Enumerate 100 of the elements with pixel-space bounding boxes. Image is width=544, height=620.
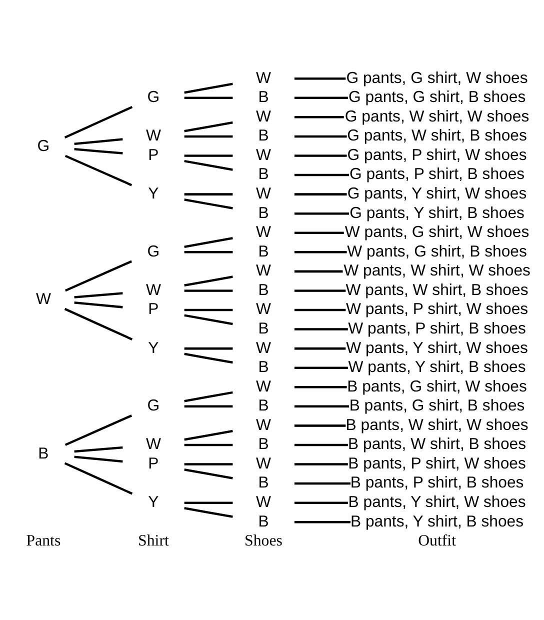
connector [184, 193, 233, 196]
node-text: W [256, 378, 271, 396]
connector [74, 301, 123, 308]
connector [294, 174, 349, 176]
connector [294, 520, 350, 524]
node-text: B [258, 513, 269, 530]
node-text: W [256, 301, 271, 318]
label: Shirt [138, 532, 169, 550]
connector [294, 347, 346, 350]
connector [184, 463, 233, 466]
connector [64, 308, 133, 340]
node-text: Y [148, 494, 159, 512]
connector [294, 251, 347, 254]
connector [184, 290, 233, 292]
node-text: B [258, 359, 269, 376]
connector [184, 237, 233, 248]
node-text: B pants, G shirt, B shoes [349, 398, 525, 415]
node-text: W [256, 70, 271, 87]
node-text: P [148, 301, 159, 318]
node-text: W [36, 290, 51, 308]
connector [294, 193, 347, 196]
node-text: B [258, 204, 269, 222]
node-text: B [258, 398, 269, 415]
connector [294, 270, 343, 273]
connector [184, 135, 233, 138]
node-text: G pants, G shirt, W shoes [346, 70, 528, 87]
connector [294, 328, 348, 330]
connector [294, 366, 348, 369]
node-text: B pants, G shirt, W shoes [347, 378, 527, 396]
connector [184, 347, 233, 350]
connector [74, 456, 123, 463]
node-text: B pants, P shirt, B shoes [350, 474, 524, 492]
node-text: B [258, 474, 269, 492]
node-text: W [256, 340, 271, 357]
node-text: B [258, 89, 269, 106]
node-text: G [147, 398, 160, 415]
connector [74, 446, 123, 453]
node-text: W [256, 262, 271, 280]
node-text: P [148, 146, 159, 164]
node-text: G pants, W shirt, W shoes [344, 108, 530, 126]
connector [294, 116, 344, 118]
node-text: B [258, 436, 269, 454]
label: Outfit [418, 532, 456, 550]
label: Shoes [244, 532, 282, 550]
node-text: G [147, 89, 160, 106]
node-text: B pants, Y shirt, W shoes [348, 494, 526, 512]
node-text: W [256, 146, 271, 164]
connector [64, 260, 132, 292]
connector [294, 463, 348, 466]
connector [294, 290, 346, 292]
node-text: B [38, 445, 49, 462]
connector [74, 138, 123, 145]
node-text: G pants, P shirt, B shoes [349, 166, 525, 184]
connector [184, 121, 233, 132]
connector [184, 352, 233, 364]
node-text: G pants, Y shirt, B shoes [350, 204, 524, 222]
node-text: G pants, Y shirt, W shoes [347, 186, 527, 202]
node-text: B pants, P shirt, W shoes [348, 455, 526, 472]
connector [294, 308, 346, 312]
node-text: G [147, 243, 160, 260]
node-text: Y [148, 186, 159, 202]
connector [184, 507, 233, 518]
connector [294, 444, 348, 446]
node-text: B [258, 282, 269, 299]
connector [184, 276, 233, 287]
node-text: W [146, 436, 161, 454]
connector [184, 251, 233, 254]
node-text: B pants, W shirt, W shoes [346, 416, 528, 434]
node-text: W pants, W shirt, W shoes [344, 262, 530, 280]
connector [74, 292, 123, 298]
node-text: W [146, 282, 161, 299]
node-text: W [256, 455, 271, 472]
node-text: W pants, P shirt, W shoes [346, 301, 528, 318]
connector [184, 314, 233, 326]
node-text: B [258, 320, 269, 338]
node-text: G pants, P shirt, W shoes [347, 146, 527, 164]
connector [294, 386, 347, 388]
node-text: W pants, Y shirt, W shoes [346, 340, 528, 357]
connector [184, 391, 233, 402]
connector [64, 106, 133, 139]
node-text: G pants, G shirt, B shoes [348, 89, 526, 106]
node-text: G [37, 138, 50, 155]
connector [184, 308, 233, 312]
connector [294, 77, 346, 80]
node-text: W [256, 224, 271, 242]
connector [184, 468, 233, 480]
node-text: W pants, G shirt, W shoes [344, 224, 530, 242]
node-text: W pants, G shirt, B shoes [347, 243, 527, 260]
node-text: W [146, 128, 161, 145]
connector [294, 96, 348, 100]
connector [184, 198, 233, 210]
connector [184, 96, 233, 100]
connector [294, 502, 348, 504]
node-text: W pants, Y shirt, B shoes [348, 359, 526, 376]
node-text: W [256, 416, 271, 434]
node-text: B [258, 166, 269, 184]
connector [184, 430, 233, 441]
connector [184, 154, 233, 157]
node-text: W pants, W shirt, B shoes [346, 282, 528, 299]
node-text: B pants, Y shirt, B shoes [350, 513, 524, 530]
